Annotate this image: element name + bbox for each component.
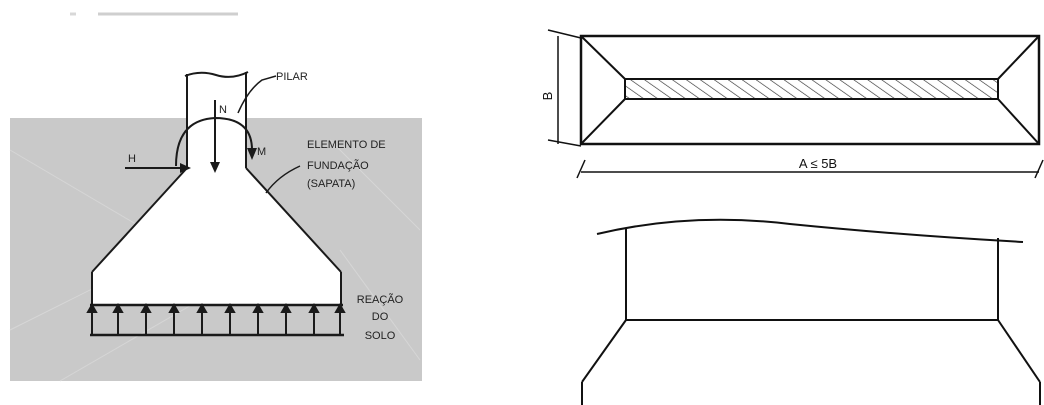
footing-section: PILAR N H M ELEMENTO DE FUNDAÇÃO (SAPATA…: [9, 71, 422, 382]
dim-b-tick-top: [547, 29, 582, 39]
plan-diagonal-bl: [580, 98, 626, 145]
pilar-label: PILAR: [276, 71, 308, 83]
h-label: H: [128, 153, 136, 165]
pillar-section-rect: [624, 78, 999, 100]
reacao-label-line3: SOLO: [365, 330, 396, 342]
plan-diagonal-tr: [997, 35, 1040, 80]
elevation-left-slope: [581, 319, 627, 383]
reacao-label-line2: DO: [372, 311, 389, 323]
elevation-right-slope: [997, 319, 1041, 383]
sapata-leader: [265, 165, 301, 194]
footing-body: [92, 76, 341, 305]
axial-load-arrow: [210, 100, 220, 173]
plan-diagonal-br: [997, 98, 1040, 145]
dim-b-label: B: [540, 92, 555, 101]
moment-arrow: [175, 116, 257, 167]
pilar-leader: [237, 75, 277, 114]
dim-a-tick-left: [576, 159, 586, 179]
dim-a-label: A ≤ 5B: [799, 156, 837, 171]
n-label: N: [219, 104, 227, 116]
footing-plan-view: [547, 29, 1044, 179]
footing-elevation-view: [581, 218, 1041, 405]
elevation-top-curve: [596, 218, 1024, 243]
horizontal-load-arrow: [125, 163, 191, 173]
footing-left-slope: [91, 167, 188, 273]
reacao-label-line1: REAÇÃO: [357, 293, 404, 306]
dim-b-tick-bottom: [547, 139, 582, 147]
plan-diagonal-tl: [580, 35, 626, 80]
footing-right-slope: [245, 167, 342, 273]
elemento-label-line2: FUNDAÇÃO: [307, 159, 369, 172]
dim-a-tick-right: [1034, 159, 1044, 179]
elemento-label-line1: ELEMENTO DE: [307, 139, 386, 151]
pillar-top-break: [184, 71, 249, 78]
plan-outer-rect: [579, 34, 1041, 146]
soil-reaction-arrows: [86, 302, 346, 337]
elemento-label-line3: (SAPATA): [307, 178, 355, 190]
m-label: M: [257, 146, 266, 158]
